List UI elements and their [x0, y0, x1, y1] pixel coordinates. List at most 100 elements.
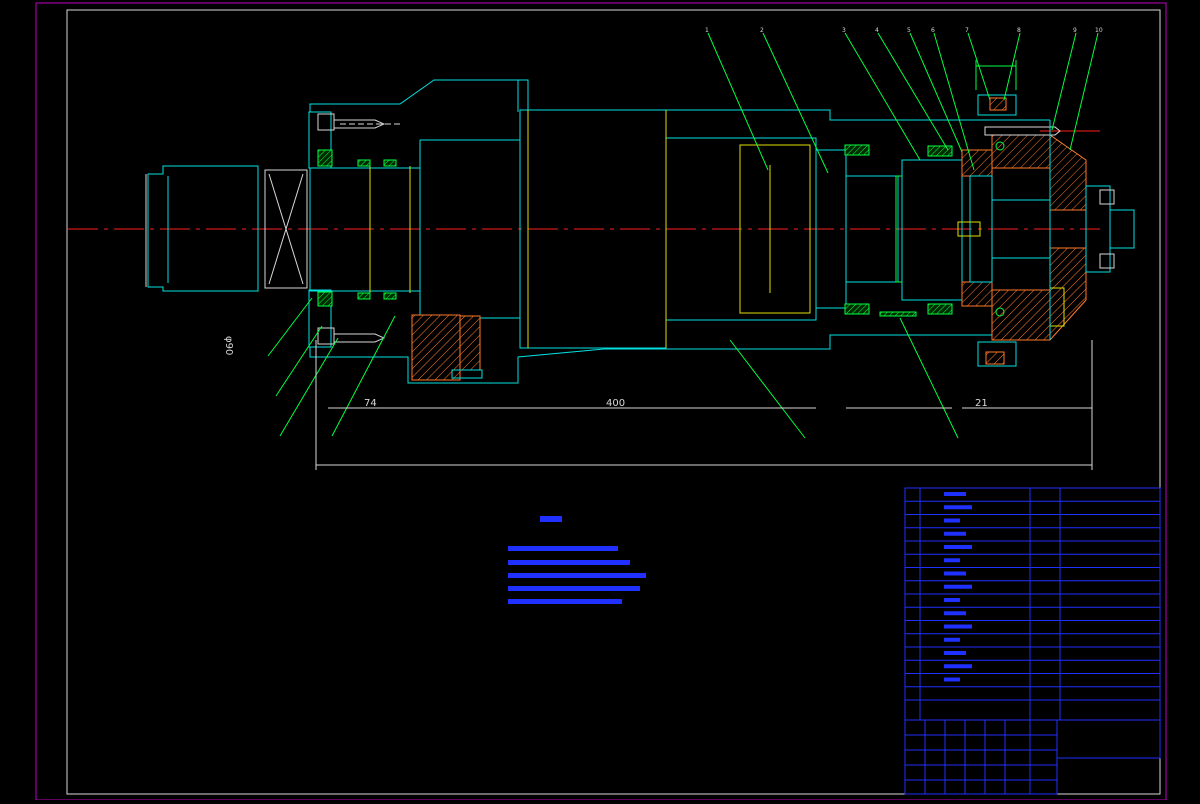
bom-entry-mark: [944, 505, 972, 510]
drawbar: [957, 221, 981, 237]
bearing-seal-1: [357, 159, 371, 167]
bom-entry-mark: [944, 571, 966, 576]
right-housing: [901, 159, 963, 301]
title-block: [904, 487, 1161, 795]
bom-entry-mark: [944, 637, 960, 642]
chuck-jaw-top: [1099, 189, 1115, 205]
top-dim-bracket: [975, 60, 1017, 90]
bom-entry-mark: [944, 624, 972, 629]
coupling-cross: [268, 173, 304, 285]
right-seal-top: [844, 144, 870, 156]
bottom-bracket-hatch: [985, 351, 1005, 365]
right-seal-bottom-2: [927, 303, 953, 315]
leader-5: [909, 32, 963, 153]
note-line-4: [508, 586, 640, 591]
bom-entry-mark: [944, 664, 972, 669]
housing-top-right: [518, 79, 1050, 121]
bom-entry-mark: [944, 545, 972, 549]
right-seal-bottom: [844, 303, 870, 315]
right-bearing: [845, 175, 899, 283]
bearing-seal-3: [357, 292, 371, 300]
housing-bottom: [309, 334, 1050, 384]
notes-title: [540, 516, 562, 522]
hatch-bottom-left: [411, 314, 461, 381]
balloon-2: 2: [760, 27, 764, 34]
spindle-assembly: [68, 60, 1135, 384]
hatch-nose-top: [961, 149, 993, 177]
leader-4: [877, 32, 949, 151]
title-block-name: [1056, 719, 1161, 759]
motor-lines: [167, 176, 259, 283]
leader-2: [762, 32, 829, 174]
hatch-chuck-top: [991, 134, 1087, 211]
bom-entry-mark: [944, 558, 960, 563]
left-seal-bottom: [317, 291, 333, 307]
top-bolt: [984, 126, 1061, 136]
outer-border: [35, 2, 1167, 801]
hatch-nose-bottom: [961, 281, 993, 307]
bom-header: [904, 699, 1161, 721]
bom-entry-mark: [944, 518, 960, 523]
oring-top: [995, 141, 1005, 151]
bearing-seal-4: [383, 292, 397, 300]
leader-9: [1051, 32, 1077, 131]
inner-bore: [739, 144, 811, 314]
hatch-bottom-mid: [459, 315, 481, 371]
technical-notes: [508, 516, 646, 604]
leader-8: [1003, 32, 1021, 101]
bom-rows: [905, 492, 1160, 688]
dimensions: 74 400 21 φ90: [145, 174, 1093, 470]
bolt-bottom: [334, 333, 386, 343]
leader-7: [967, 32, 991, 101]
coupling-block: [264, 169, 308, 289]
bom-entry-mark: [944, 677, 960, 682]
bom-entry-mark: [944, 492, 966, 496]
balloon-6: 6: [931, 27, 935, 34]
housing-top: [309, 79, 519, 112]
leader-3: [844, 32, 921, 161]
bearing-lines: [369, 166, 411, 293]
right-seal-top-2: [927, 145, 953, 157]
leader-15: [279, 337, 339, 437]
foot: [451, 369, 483, 379]
dim-phi: φ90: [223, 336, 234, 355]
sleeve-yellow: [527, 110, 667, 348]
bom-entry-mark: [944, 531, 966, 536]
note-line-2: [508, 560, 630, 565]
top-bracket-hatch: [989, 97, 1007, 111]
leader-lines: 1 2 3 4 5 6 7 8 9 10: [267, 27, 1103, 439]
balloon-1: 1: [705, 27, 709, 34]
bolt-top: [334, 119, 386, 129]
leader-1: [707, 32, 769, 171]
bom-entry-mark: [944, 611, 966, 616]
hatch-chuck-bottom: [991, 247, 1087, 341]
balloon-5: 5: [907, 27, 911, 34]
title-grid: [905, 720, 1057, 794]
dim-21: 21: [975, 398, 988, 409]
bom-entry-mark: [944, 598, 960, 602]
left-flange-bottom: [308, 289, 332, 348]
bottom-bracket: [977, 341, 1017, 367]
balloon-9: 9: [1073, 27, 1077, 34]
leader-16: [331, 315, 396, 437]
note-line-1: [508, 546, 618, 551]
bolt-head-bottom: [317, 327, 335, 345]
left-seal-top: [317, 149, 333, 167]
note-line-5: [508, 599, 622, 604]
inner-border: [66, 9, 1161, 795]
dim-74: 74: [364, 398, 377, 409]
leader-10: [1069, 32, 1099, 151]
chuck-jaw-bottom: [1099, 253, 1115, 269]
dim-400: 400: [606, 398, 625, 409]
leader-11: [729, 339, 806, 439]
leader-13: [267, 297, 313, 357]
top-bracket: [977, 94, 1017, 116]
leader-12: [899, 317, 959, 439]
balloon-8: 8: [1017, 27, 1021, 34]
balloon-4: 4: [875, 27, 879, 34]
balloon-10: 10: [1095, 27, 1103, 34]
balloon-7: 7: [965, 27, 969, 34]
title-block-left: [904, 719, 1058, 795]
right-seal-strip: [879, 311, 917, 317]
